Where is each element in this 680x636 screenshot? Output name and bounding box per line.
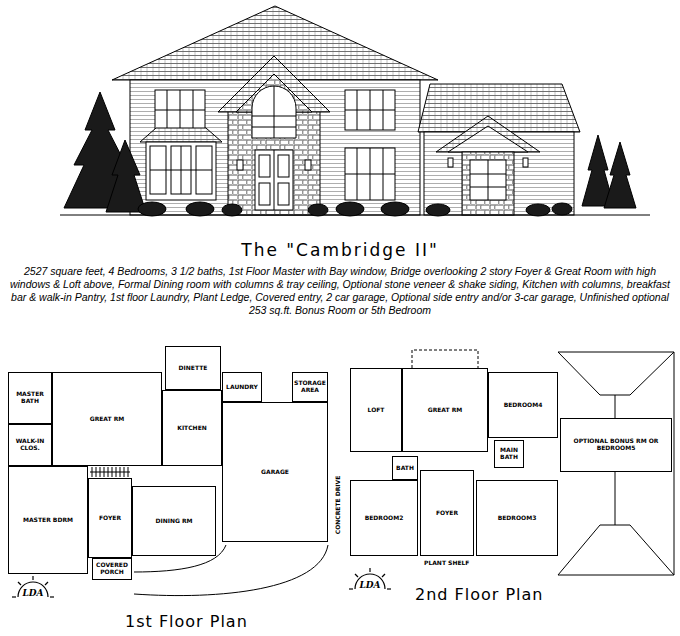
room-box: LAUNDRY — [222, 372, 262, 402]
room-box: LOFT — [350, 368, 402, 452]
room-name: BEDROOM2 — [365, 515, 404, 522]
room-name: MAIN BATH — [496, 447, 522, 461]
room-name: DINING RM — [155, 518, 192, 525]
room-name: KITCHEN — [177, 425, 207, 432]
room-box: KITCHEN — [162, 390, 222, 466]
room-box: DINING RM — [132, 486, 216, 556]
room-name: BATH — [396, 465, 414, 472]
floor-plan: 1st Floor Plan MASTER BATH WALK-IN CLOS. GR… — [5, 340, 345, 632]
room-name: STORAGE AREA — [294, 380, 326, 394]
room-name: GARAGE — [261, 469, 289, 476]
room-name: MASTER BDRM — [23, 517, 73, 524]
room-box: MASTER BATH — [8, 372, 52, 424]
room-name: WALK-IN CLOS. — [10, 438, 50, 452]
room-box: WALK-IN CLOS. — [8, 424, 52, 466]
room-box: DINETTE — [165, 346, 221, 390]
room-name: FOYER — [99, 515, 121, 522]
plan-details — [90, 350, 674, 596]
house-elevation — [60, 6, 650, 215]
room-box: FOYER — [88, 478, 132, 558]
room-name: LAUNDRY — [226, 384, 258, 391]
trees — [64, 92, 636, 216]
room-box: GREAT RM — [402, 368, 488, 452]
room-name: GREAT RM — [428, 407, 463, 414]
room-box: BATH — [392, 456, 418, 480]
plan-heading: 2nd Floor Plan — [415, 585, 544, 604]
floor-plan: 2nd Floor Plan LOFT GREAT RM BEDROOM4BATH MA… — [345, 340, 677, 610]
room-name: BEDROOM4 — [504, 402, 543, 409]
room-box: GARAGE — [222, 402, 328, 542]
plan-heading: 1st Floor Plan — [125, 612, 248, 631]
room-box: COVERED PORCH — [92, 558, 132, 580]
room-name: DINETTE — [179, 365, 208, 372]
room-box: GREAT RM — [52, 372, 162, 466]
room-box: STORAGE AREA — [292, 372, 328, 402]
room-box: BEDROOM2 — [350, 480, 418, 556]
room-name: BEDROOM3 — [498, 515, 537, 522]
room-box: BEDROOM3 — [476, 480, 558, 556]
room-box: OPTIONAL BONUS RM OR BEDROOM5 — [560, 418, 672, 472]
room-name: COVERED PORCH — [94, 562, 130, 576]
room-name: OPTIONAL BONUS RM OR BEDROOM5 — [562, 438, 670, 452]
room-name: LOFT — [368, 407, 385, 414]
room-box: MAIN BATH — [494, 440, 524, 468]
plant-shelf-label: PLANT SHELF — [424, 559, 469, 566]
room-name: FOYER — [436, 510, 458, 517]
room-box: FOYER — [420, 470, 474, 556]
drive-label: CONCRETE DRIVE — [334, 476, 341, 535]
room-box: MASTER BDRM — [8, 466, 88, 574]
room-box: BEDROOM4 — [488, 372, 558, 438]
logo-text: LDA — [359, 580, 380, 590]
title: The "Cambridge II" — [0, 240, 680, 260]
room-name: GREAT RM — [90, 416, 125, 423]
logo-text: LDA — [22, 588, 43, 598]
caption: 2527 square feet, 4 Bedrooms, 3 1/2 bath… — [6, 265, 674, 317]
room-name: MASTER BATH — [10, 391, 50, 405]
logo-mark — [12, 568, 391, 597]
